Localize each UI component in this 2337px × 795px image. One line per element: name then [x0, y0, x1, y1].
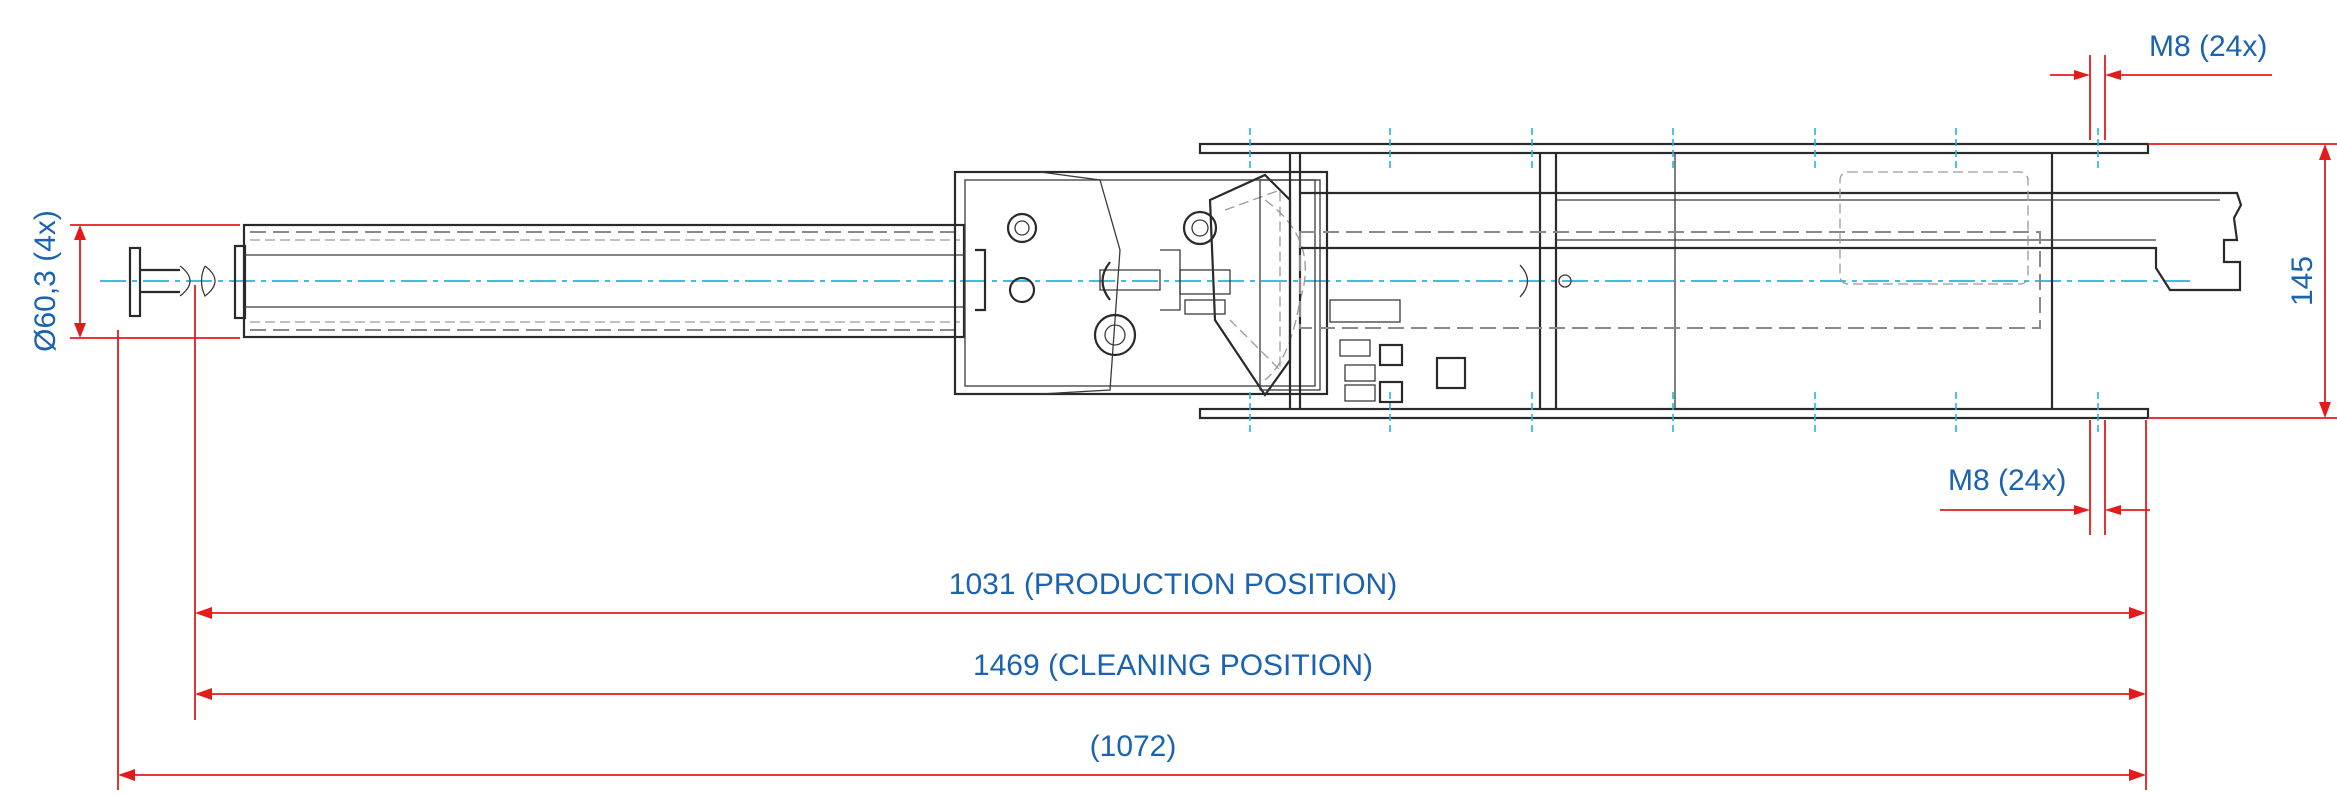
dimensions: 145 Ø60,3 (4x) M8 (24x) M8 (2 [29, 30, 2337, 790]
dimension-diameter: Ø60,3 (4x) [29, 210, 62, 352]
clamp-mechanism [1179, 173, 1467, 404]
cleaning-dimension: 1469 (CLEANING POSITION) [195, 649, 2146, 700]
bolt-center-marks [1249, 128, 2099, 435]
end-flange [128, 244, 247, 320]
dimension-thread-bottom: M8 (24x) [1948, 464, 2066, 497]
thread-dimension-bottom: M8 (24x) [1940, 420, 2150, 535]
piston-tube [242, 223, 966, 339]
dimension-overall: (1072) [1090, 730, 1177, 763]
dimension-production: 1031 (PRODUCTION POSITION) [949, 568, 1397, 601]
thread-dimension-top: M8 (24x) [2050, 30, 2272, 140]
slide-bar [1299, 171, 2243, 329]
dimension-height: 145 [2286, 256, 2319, 306]
housing-block [953, 170, 1329, 396]
part-outline [100, 128, 2243, 435]
production-dimension: 1031 (PRODUCTION POSITION) [195, 568, 2146, 619]
overall-dimension: (1072) [118, 730, 2146, 781]
dimension-thread-top: M8 (24x) [2149, 30, 2267, 63]
rail-frame [1198, 142, 2150, 420]
height-dimension: 145 [2286, 144, 2331, 418]
dimension-cleaning: 1469 (CLEANING POSITION) [973, 649, 1373, 682]
diameter-dimension: Ø60,3 (4x) [29, 210, 86, 352]
